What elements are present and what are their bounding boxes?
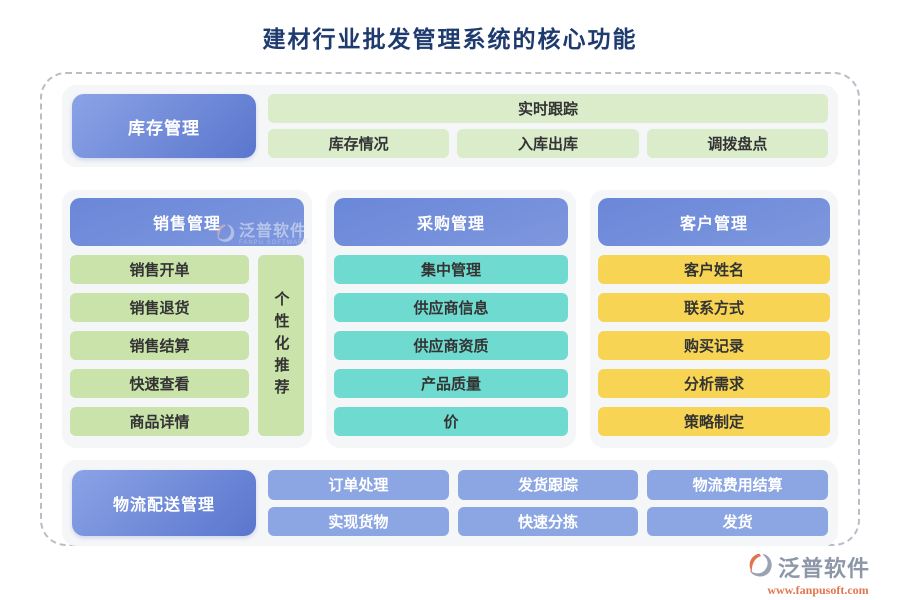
sales-item: 快速查看 xyxy=(70,369,249,398)
page-title: 建材行业批发管理系统的核心功能 xyxy=(262,26,638,52)
logistics-header: 物流配送管理 xyxy=(72,470,256,536)
purchase-section: 采购管理 集中管理 供应商信息 供应商资质 产品质量 价 xyxy=(326,190,576,448)
logistics-item: 发货跟踪 xyxy=(457,470,639,500)
purchase-item: 产品质量 xyxy=(334,369,568,398)
inventory-header: 库存管理 xyxy=(72,94,256,158)
sales-header: 销售管理 xyxy=(70,198,304,246)
logistics-item: 发货 xyxy=(647,506,828,536)
customer-item: 购买记录 xyxy=(598,331,830,360)
purchase-item: 供应商资质 xyxy=(334,331,568,360)
inventory-item: 入库出库 xyxy=(457,129,639,158)
footer-brand-url: www.fanpusoft.com xyxy=(767,583,869,597)
purchase-items: 集中管理 供应商信息 供应商资质 产品质量 价 xyxy=(334,255,568,436)
sales-side-strip: 个性化推荐 xyxy=(258,255,304,436)
logistics-item: 物流费用结算 xyxy=(647,470,828,500)
inventory-item: 库存情况 xyxy=(268,129,450,158)
customer-item: 联系方式 xyxy=(598,293,830,322)
sales-items: 销售开单 销售退货 销售结算 快速查看 商品详情 xyxy=(70,255,249,436)
purchase-header: 采购管理 xyxy=(334,198,568,246)
customer-section: 客户管理 客户姓名 联系方式 购买记录 分析需求 策略制定 xyxy=(590,190,838,448)
footer-brand-name: 泛普软件 xyxy=(778,556,871,581)
sales-section: 销售管理 销售开单 销售退货 销售结算 快速查看 商品详情 个性化推荐 xyxy=(62,190,312,448)
logistics-section: 物流配送管理 订单处理 发货跟踪 物流费用结算 实现货物 快速分拣 发货 xyxy=(62,460,838,546)
purchase-item: 供应商信息 xyxy=(334,293,568,322)
inventory-section: 库存管理 实时跟踪 库存情况 入库出库 调拨盘点 xyxy=(62,85,838,167)
footer-brand: 泛普软件 www.fanpusoft.com xyxy=(748,551,888,598)
customer-item: 策略制定 xyxy=(598,407,830,436)
customer-item: 客户姓名 xyxy=(598,255,830,284)
sales-item: 商品详情 xyxy=(70,407,249,436)
sales-item: 销售结算 xyxy=(70,331,249,360)
logistics-items: 订单处理 发货跟踪 物流费用结算 实现货物 快速分拣 发货 xyxy=(268,470,828,536)
purchase-item: 集中管理 xyxy=(334,255,568,284)
inventory-featured-item: 实时跟踪 xyxy=(268,94,828,123)
purchase-item: 价 xyxy=(334,407,568,436)
sales-item: 销售退货 xyxy=(70,293,249,322)
inventory-items: 实时跟踪 库存情况 入库出库 调拨盘点 xyxy=(268,94,828,158)
inventory-item: 调拨盘点 xyxy=(646,129,828,158)
logistics-item: 订单处理 xyxy=(268,470,449,500)
customer-items: 客户姓名 联系方式 购买记录 分析需求 策略制定 xyxy=(598,255,830,436)
fanpu-logo-icon xyxy=(748,552,774,583)
sales-item: 销售开单 xyxy=(70,255,249,284)
customer-header: 客户管理 xyxy=(598,198,830,246)
logistics-item: 快速分拣 xyxy=(457,506,639,536)
logistics-item: 实现货物 xyxy=(268,506,449,536)
customer-item: 分析需求 xyxy=(598,369,830,398)
